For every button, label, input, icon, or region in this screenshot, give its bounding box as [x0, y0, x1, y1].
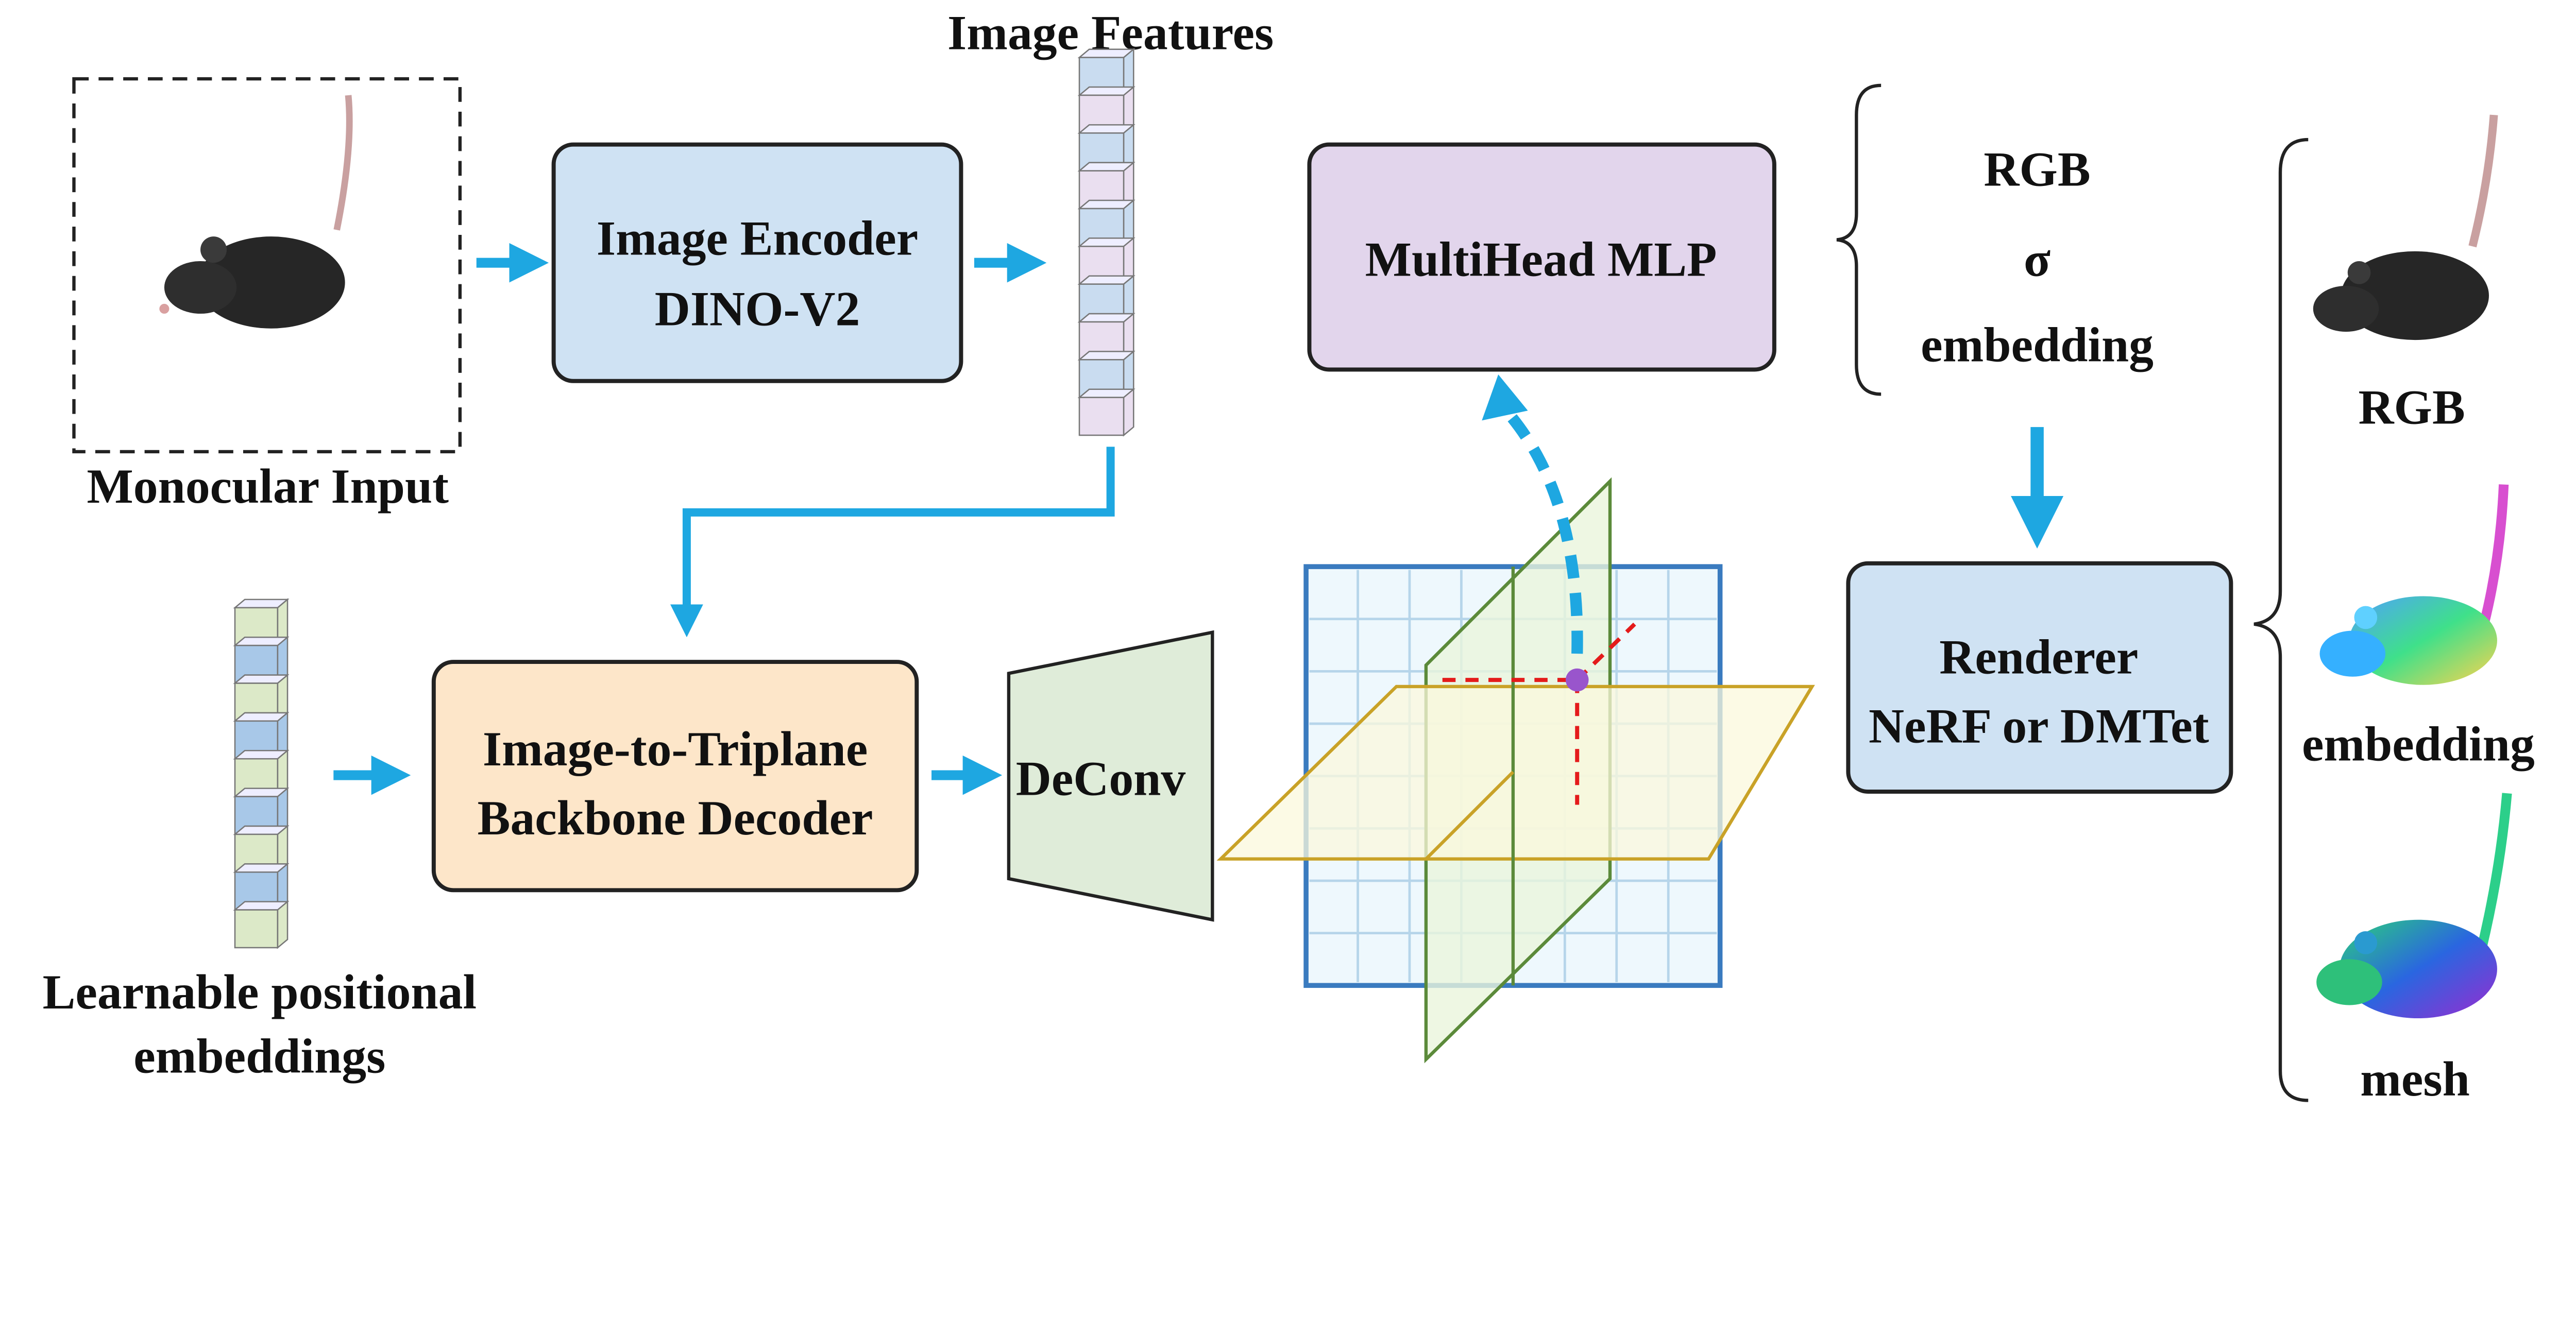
triplane-xz-plane	[1216, 685, 1815, 861]
result-mesh-label: mesh	[2360, 1052, 2470, 1106]
decoder-title: Image-to-Triplane	[483, 722, 868, 776]
mlp-output-rgb: RGB	[1984, 142, 2090, 196]
positional-embeddings-column	[233, 598, 290, 949]
renderer-subtitle: NeRF or DMTet	[1869, 698, 2209, 753]
token-cell-side	[277, 900, 289, 949]
query-arrowhead	[1482, 374, 1528, 421]
image-features-column	[1077, 47, 1136, 437]
mlp-output-embedding: embedding	[1921, 318, 2154, 372]
result-mesh-image	[2316, 793, 2512, 1019]
multihead-mlp-box: MultiHead MLP	[1307, 142, 1776, 372]
deconv-block: DeConv	[1007, 630, 1214, 922]
encoder-title: Image Encoder	[597, 211, 918, 265]
monocular-input-label: Monocular Input	[87, 459, 449, 514]
result-embedding-label: embedding	[2302, 716, 2535, 771]
mouse-image-input	[159, 95, 353, 329]
result-rgb-label: RGB	[2358, 380, 2465, 435]
token-cell-side	[1123, 388, 1134, 437]
encoder-subtitle: DINO-V2	[655, 281, 860, 336]
renderer-title: Renderer	[1939, 629, 2138, 684]
deconv-label: DeConv	[1016, 751, 1186, 806]
mlp-output-brace	[1836, 83, 1882, 396]
renderer-box: Renderer NeRF or DMTet	[1846, 561, 2233, 794]
plane-intersection-line	[1425, 771, 1515, 860]
decoder-subtitle: Backbone Decoder	[478, 791, 873, 845]
image-encoder-box: Image Encoder DINO-V2	[551, 142, 963, 383]
token-cell	[1078, 397, 1125, 436]
token-cell	[234, 909, 279, 949]
mlp-label: MultiHead MLP	[1365, 232, 1717, 287]
results-brace	[2253, 138, 2309, 1102]
triplane-decoder-box: Image-to-Triplane Backbone Decoder	[431, 660, 919, 893]
monocular-input: Monocular Input	[72, 77, 462, 514]
projection-lines	[1442, 622, 1636, 805]
mlp-output-sigma: σ	[2024, 232, 2050, 287]
pipeline-diagram: Monocular Input Image Encoder DINO-V2 Im…	[43, 6, 2535, 1106]
triplane	[1216, 374, 1815, 1064]
result-embedding-image	[2319, 484, 2509, 685]
result-rgb-image	[2313, 114, 2498, 340]
diagram-frame: Monocular Input Image Encoder DINO-V2 Im…	[43, 6, 2535, 1106]
query-arrow-to-mlp	[1499, 403, 1583, 654]
arrow-features-to-decoder	[670, 447, 1115, 638]
sample-point	[1565, 668, 1589, 692]
positional-label-line1: Learnable positional	[43, 965, 477, 1019]
positional-label-line2: embeddings	[133, 1029, 385, 1083]
